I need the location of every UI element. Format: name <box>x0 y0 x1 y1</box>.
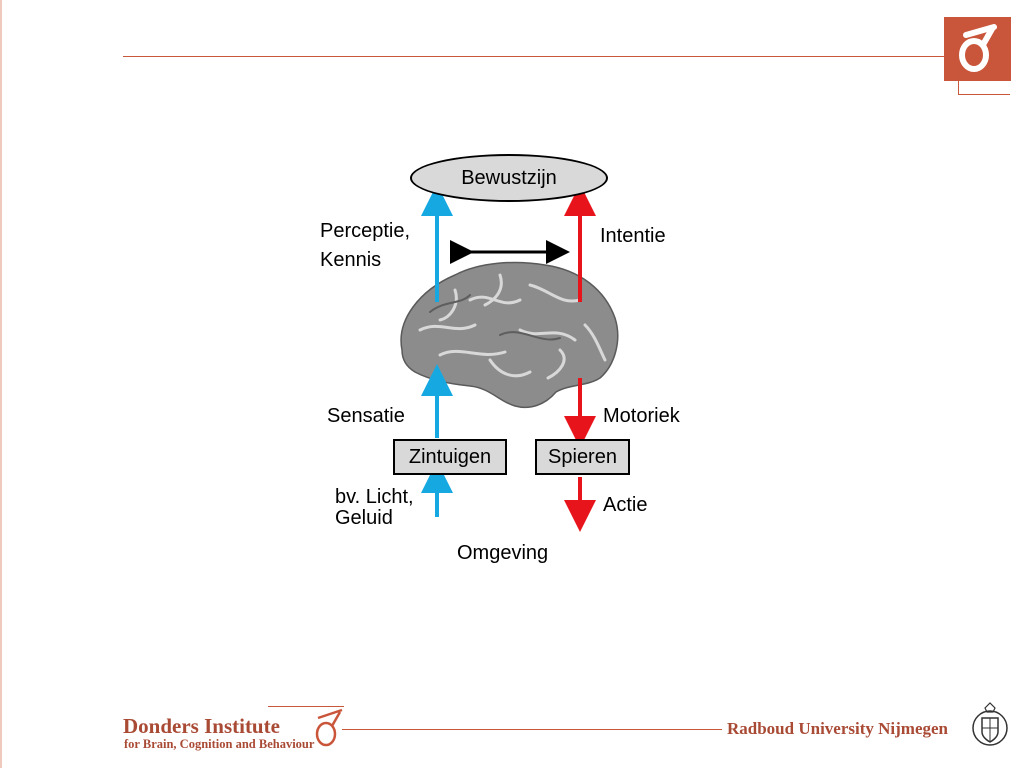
donders-logo-icon <box>944 17 1011 81</box>
senses-box: Zintuigen <box>393 439 507 475</box>
donders-logo-icon <box>306 704 350 750</box>
institute-name: Donders Institute <box>123 714 280 738</box>
consciousness-node: Bewustzijn <box>410 154 608 202</box>
radboud-seal-icon <box>970 700 1010 752</box>
footer-rule <box>268 706 344 707</box>
header-rule <box>123 56 959 57</box>
logo-frame-line <box>958 94 1010 95</box>
logo-frame-line <box>958 56 959 94</box>
footer-rule <box>342 729 722 730</box>
action-label: Actie <box>603 494 648 516</box>
motor-label: Motoriek <box>603 405 680 427</box>
sound-label: Geluid <box>335 507 393 529</box>
intention-label: Intentie <box>600 225 666 247</box>
institute-subtitle: for Brain, Cognition and Behaviour <box>124 737 315 751</box>
knowledge-label: Kennis <box>320 249 382 271</box>
perception-label: Perceptie, <box>320 220 411 242</box>
sensation-label: Sensatie <box>327 405 405 427</box>
brain-icon <box>400 261 619 409</box>
university-name: Radboud University Nijmegen <box>727 719 949 738</box>
slide-border-left <box>0 0 2 768</box>
environment-label: Omgeving <box>457 542 549 564</box>
stimulus-label: bv. Licht, <box>335 486 414 508</box>
muscles-box: Spieren <box>535 439 630 475</box>
